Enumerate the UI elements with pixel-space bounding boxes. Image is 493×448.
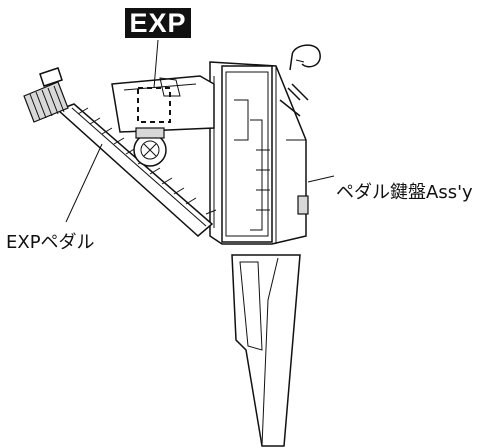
- assy-leader-line: [307, 175, 335, 183]
- upper-housing: [111, 39, 215, 133]
- exp-callout-tag: EXP: [125, 8, 191, 38]
- pedal-leader-line: [65, 143, 103, 223]
- exp-pedal-label: EXPペダル: [6, 232, 95, 253]
- stand-leg: [231, 254, 301, 447]
- pedal-keyboard-assy-label: ペダル鍵盤Ass'y: [336, 182, 473, 203]
- pedal-keyboard-assy-body: [205, 61, 309, 245]
- exp-location-box: [137, 87, 171, 123]
- top-hook: [279, 44, 321, 117]
- exp-pedal: [23, 67, 214, 237]
